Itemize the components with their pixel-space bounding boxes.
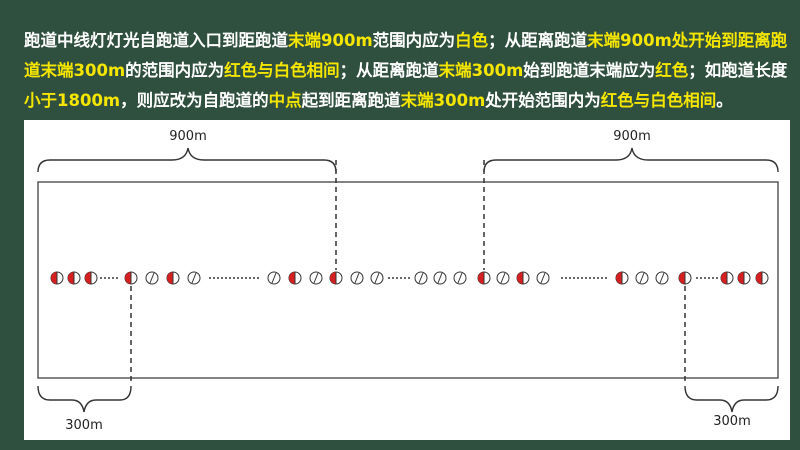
red-white-light-icon bbox=[288, 271, 302, 285]
brace-300m-right bbox=[684, 385, 779, 413]
white-light-icon bbox=[309, 271, 323, 285]
highlighted-text: 末端300m bbox=[438, 61, 524, 80]
white-light-icon bbox=[433, 271, 447, 285]
description-segment: 。 bbox=[716, 91, 733, 110]
red-white-light-icon bbox=[755, 271, 769, 285]
red-white-light-icon bbox=[720, 271, 734, 285]
description-segment: 始到跑道末端应为 bbox=[523, 61, 656, 80]
white-light-icon bbox=[536, 271, 550, 285]
highlighted-text: 红色与白色相间 bbox=[600, 91, 717, 110]
highlighted-text: 小于1800m bbox=[24, 91, 121, 110]
highlighted-text: 末端900m bbox=[288, 31, 373, 50]
highlighted-text: 末端300m bbox=[400, 91, 486, 110]
highlighted-text: 红色与白色相间 bbox=[224, 61, 340, 80]
red-white-light-icon bbox=[166, 271, 180, 285]
white-light-icon bbox=[635, 271, 649, 285]
white-light-icon bbox=[267, 271, 281, 285]
red-white-light-icon bbox=[124, 271, 138, 285]
description-segment: ；从距离跑道 bbox=[488, 31, 588, 50]
red-white-light-icon bbox=[67, 271, 81, 285]
label-900m-right: 900m bbox=[613, 129, 650, 144]
runway-diagram-panel: 900m 900m 300m 300m bbox=[24, 120, 790, 440]
highlighted-text: 末端900m处开始到距离跑道末端300m bbox=[24, 31, 788, 80]
description-segment: ；从距离跑道 bbox=[339, 61, 439, 80]
white-light-icon bbox=[187, 271, 201, 285]
description-segment: 的范围内应为 bbox=[125, 61, 225, 80]
brace-900m-right bbox=[483, 147, 779, 173]
red-white-light-icon bbox=[516, 271, 530, 285]
red-white-light-icon bbox=[50, 271, 64, 285]
white-light-icon bbox=[145, 271, 159, 285]
runway-diagram: 900m 900m 300m 300m bbox=[37, 129, 779, 433]
red-white-light-icon bbox=[477, 271, 491, 285]
description-segment: 起到距离跑道 bbox=[301, 91, 401, 110]
red-white-light-icon bbox=[678, 271, 692, 285]
description-segment: ；如跑道长度 bbox=[688, 61, 788, 80]
label-300m-right: 300m bbox=[713, 414, 750, 429]
red-white-light-icon bbox=[329, 271, 343, 285]
highlighted-text: 红色 bbox=[655, 61, 689, 80]
description-segment: 跑道中线灯灯光自跑道入口到距跑道 bbox=[24, 31, 288, 50]
description-segment: 范围内应为 bbox=[372, 31, 456, 50]
label-900m-left: 900m bbox=[169, 129, 206, 144]
red-white-light-icon bbox=[84, 271, 98, 285]
red-white-light-icon bbox=[615, 271, 629, 285]
description-segment: 处开始范围内为 bbox=[485, 91, 601, 110]
white-light-icon bbox=[655, 271, 669, 285]
white-light-icon bbox=[350, 271, 364, 285]
brace-300m-left bbox=[37, 385, 132, 413]
white-light-icon bbox=[370, 271, 384, 285]
description-segment: ，则应改为自跑道的 bbox=[120, 91, 269, 110]
centerline-lights bbox=[50, 271, 769, 285]
label-300m-left: 300m bbox=[65, 418, 102, 433]
white-light-icon bbox=[453, 271, 467, 285]
red-white-light-icon bbox=[737, 271, 751, 285]
highlighted-text: 中点 bbox=[268, 91, 302, 110]
white-light-icon bbox=[496, 271, 510, 285]
description-text: 跑道中线灯灯光自跑道入口到距跑道末端900m范围内应为白色；从距离跑道末端900… bbox=[24, 26, 790, 116]
brace-900m-left bbox=[37, 147, 337, 173]
white-light-icon bbox=[414, 271, 428, 285]
highlighted-text: 白色 bbox=[455, 31, 489, 50]
runway-outline bbox=[37, 181, 779, 379]
